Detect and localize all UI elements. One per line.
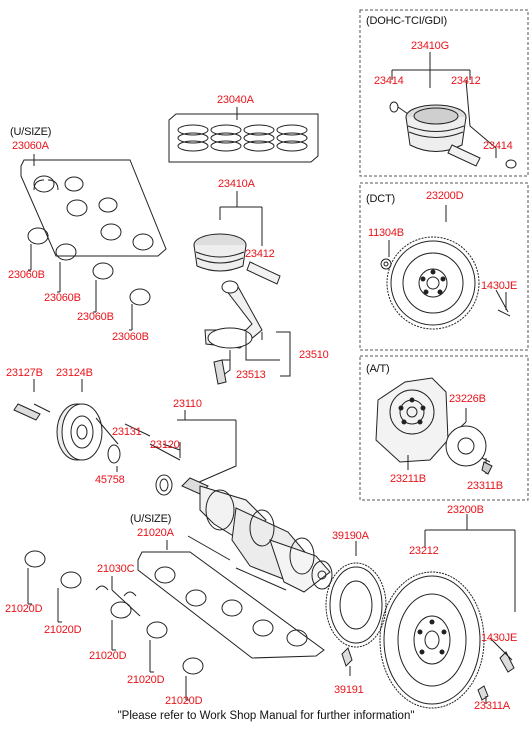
dct-bolt-right-label: 1430JE (481, 280, 518, 292)
dct-box (359, 182, 529, 351)
washer-label: 45758 (95, 474, 125, 486)
dohc-snap-ring-right-label: 23414 (483, 140, 513, 152)
dohc-piston-assy-label: 23410G (411, 40, 449, 52)
at-bolt-label: 23311B (467, 480, 503, 492)
ring-gear-drawing (325, 541, 387, 676)
dohc-pin-label: 23412 (451, 75, 481, 87)
flywheel-bolt-right-label: 1430JE (481, 632, 518, 644)
main-bearing-lower-label: 21020A (137, 527, 174, 539)
crankshaft-drawing (181, 477, 333, 593)
bearing-b2-label: 23060B (44, 292, 81, 304)
bearing-d2-label: 21020D (44, 624, 82, 636)
piston-assy-label: 23410A (218, 178, 255, 190)
lower-bearings-drawing (24, 540, 325, 701)
piston-pin-label: 23412 (245, 248, 275, 260)
at-title: (A/T) (366, 363, 390, 375)
main-bearing-upper-label: 23060A (12, 140, 49, 152)
dct-flywheel-drawing (380, 205, 511, 330)
piston-rod-drawing (193, 191, 291, 385)
footer-note: "Please refer to Work Shop Manual for fu… (117, 710, 415, 722)
flywheel-sub-label: 23212 (409, 545, 439, 557)
thrust-washer-label: 21030C (97, 563, 135, 575)
bearing-b1-label: 23060B (8, 269, 45, 281)
front-seal-label: 23120 (150, 439, 180, 451)
damper-pulley-label: 23124B (56, 367, 93, 379)
bearing-d4-label: 21020D (127, 674, 165, 686)
ring-gear-label: 39190A (332, 530, 369, 542)
at-drive-plate-label: 23226B (449, 393, 486, 405)
key-label: 23131 (112, 426, 142, 438)
bearing-b4-label: 23060B (112, 331, 149, 343)
rod-bolt-label: 23513 (236, 369, 266, 381)
dohc-title: (DOHC-TCI/GDI) (366, 15, 447, 27)
connecting-rod-label: 23510 (299, 349, 329, 361)
flywheel-drawing (379, 514, 516, 709)
flywheel-label: 23200B (447, 504, 484, 516)
dohc-snap-ring-left-label: 23414 (374, 75, 404, 87)
upper-bearings-drawing (20, 154, 167, 331)
bearing-d1-label: 21020D (5, 603, 43, 615)
piston-rings-label: 23040A (217, 94, 254, 106)
usize-top-label: (U/SIZE) (10, 126, 52, 138)
piston-rings-drawing (168, 107, 319, 163)
usize-bottom-label: (U/SIZE) (130, 513, 172, 525)
crankshaft-label: 23110 (173, 398, 202, 410)
bearing-d5-label: 21020D (165, 695, 203, 707)
dct-bolt-label: 11304B (368, 227, 404, 239)
dohc-box (359, 9, 529, 177)
pulley-bolt-label: 23127B (6, 367, 43, 379)
dohc-piston-assembly (389, 52, 517, 169)
at-drive-plate-drawing (375, 377, 493, 475)
at-box (359, 355, 529, 501)
flywheel-bolt-label: 23311A (474, 700, 510, 712)
bearing-d3-label: 21020D (89, 650, 127, 662)
dct-title: (DCT) (366, 193, 395, 205)
ring-bolt-label: 39191 (334, 684, 364, 696)
dct-flywheel-label: 23200D (426, 190, 464, 202)
pulley-drawing (13, 379, 237, 496)
at-plate-label: 23211B (390, 473, 426, 485)
bearing-b3-label: 23060B (77, 311, 114, 323)
